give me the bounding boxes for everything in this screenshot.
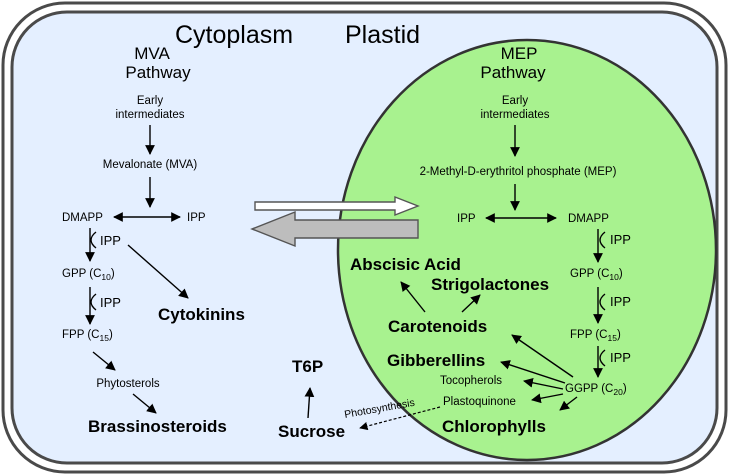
mep-ipp-addition-curve-2 (599, 293, 606, 311)
mep-dmapp: DMAPP (568, 213, 609, 225)
mva-title-line1: MVA (134, 44, 170, 63)
mep-intermediate: 2-Methyl-D-erythritol phosphate (MEP) (420, 166, 617, 178)
mep-ipp-addition-curve-3 (599, 349, 606, 367)
mva-arrow-to-cytokinins (127, 244, 189, 299)
abscisic-acid-label: Abscisic Acid (350, 255, 461, 274)
arrow-ggpp-to-gibberellins (500, 360, 566, 384)
mva-dmapp: DMAPP (62, 212, 103, 224)
mva-arrow-fpp-to-phytosterols (92, 351, 116, 371)
arrow-ggpp-to-plastoquinone (531, 393, 564, 404)
mva-phytosterols: Phytosterols (96, 378, 160, 390)
arrow-ggpp-to-tocopherols (523, 377, 564, 390)
cytokinins-label: Cytokinins (158, 305, 245, 324)
mep-early-line1: Early (502, 95, 528, 107)
mep-ipp-step2: IPP (610, 294, 631, 309)
mva-gpp: GPP (C10) (62, 268, 115, 282)
mep-tocopherols: Tocopherols (440, 375, 502, 387)
plastid-label: Plastid (345, 21, 420, 49)
mva-ipp-step2: IPP (100, 295, 121, 310)
mva-fpp: FPP (C15) (62, 329, 113, 343)
mep-title-line1: MEP (501, 44, 538, 63)
mep-early-line2: intermediates (480, 109, 549, 121)
mva-ipp: IPP (187, 212, 206, 224)
mep-title-line2: Pathway (480, 63, 546, 82)
sucrose-label: Sucrose (278, 422, 345, 441)
mva-ipp-addition-curve-2 (90, 293, 97, 311)
arrow-carotenoids-to-abscisic-acid (400, 281, 426, 313)
cytoplasm-label: Cytoplasm (175, 21, 293, 49)
mva-arrow-phytosterols-to-brassinosteroids (132, 393, 157, 414)
mep-ggpp: GGPP (C20) (565, 383, 627, 397)
arrow-sucrose-to-t6p (304, 387, 315, 419)
ipp-import-arrow-to-cytoplasm (250, 210, 419, 248)
mva-early-line2: intermediates (115, 109, 184, 121)
mva-ipp-step1: IPP (100, 233, 121, 248)
mva-ipp-addition-curve-1 (90, 231, 97, 249)
mep-fpp: FPP (C15) (570, 329, 621, 343)
t6p-label: T6P (292, 357, 323, 376)
mep-gpp: GPP (C10) (570, 268, 623, 282)
carotenoids-label: Carotenoids (388, 317, 487, 336)
chlorophylls-label: Chlorophylls (442, 417, 546, 436)
mva-mevalonate: Mevalonate (MVA) (103, 159, 198, 171)
mep-ipp-step3: IPP (610, 350, 631, 365)
gibberellins-label: Gibberellins (387, 351, 485, 370)
photosynthesis-dashed-arrow (359, 406, 441, 431)
mep-ipp-step1: IPP (610, 232, 631, 247)
mva-title-line2: Pathway (125, 63, 191, 82)
ipp-export-arrow-to-plastid (254, 195, 420, 217)
mep-ipp: IPP (457, 213, 476, 225)
mep-plastoquinone: Plastoquinone (443, 396, 516, 408)
arrow-ggpp-to-carotenoids (511, 334, 574, 378)
arrow-ggpp-to-chlorophylls (559, 396, 578, 411)
strigolactones-label: Strigolactones (431, 275, 549, 294)
brassinosteroids-label: Brassinosteroids (88, 417, 227, 436)
mva-early-line1: Early (137, 95, 163, 107)
arrow-carotenoids-to-strigolactones (461, 294, 481, 313)
mep-ipp-addition-curve-1 (599, 231, 606, 249)
plastid-region (336, 38, 718, 462)
